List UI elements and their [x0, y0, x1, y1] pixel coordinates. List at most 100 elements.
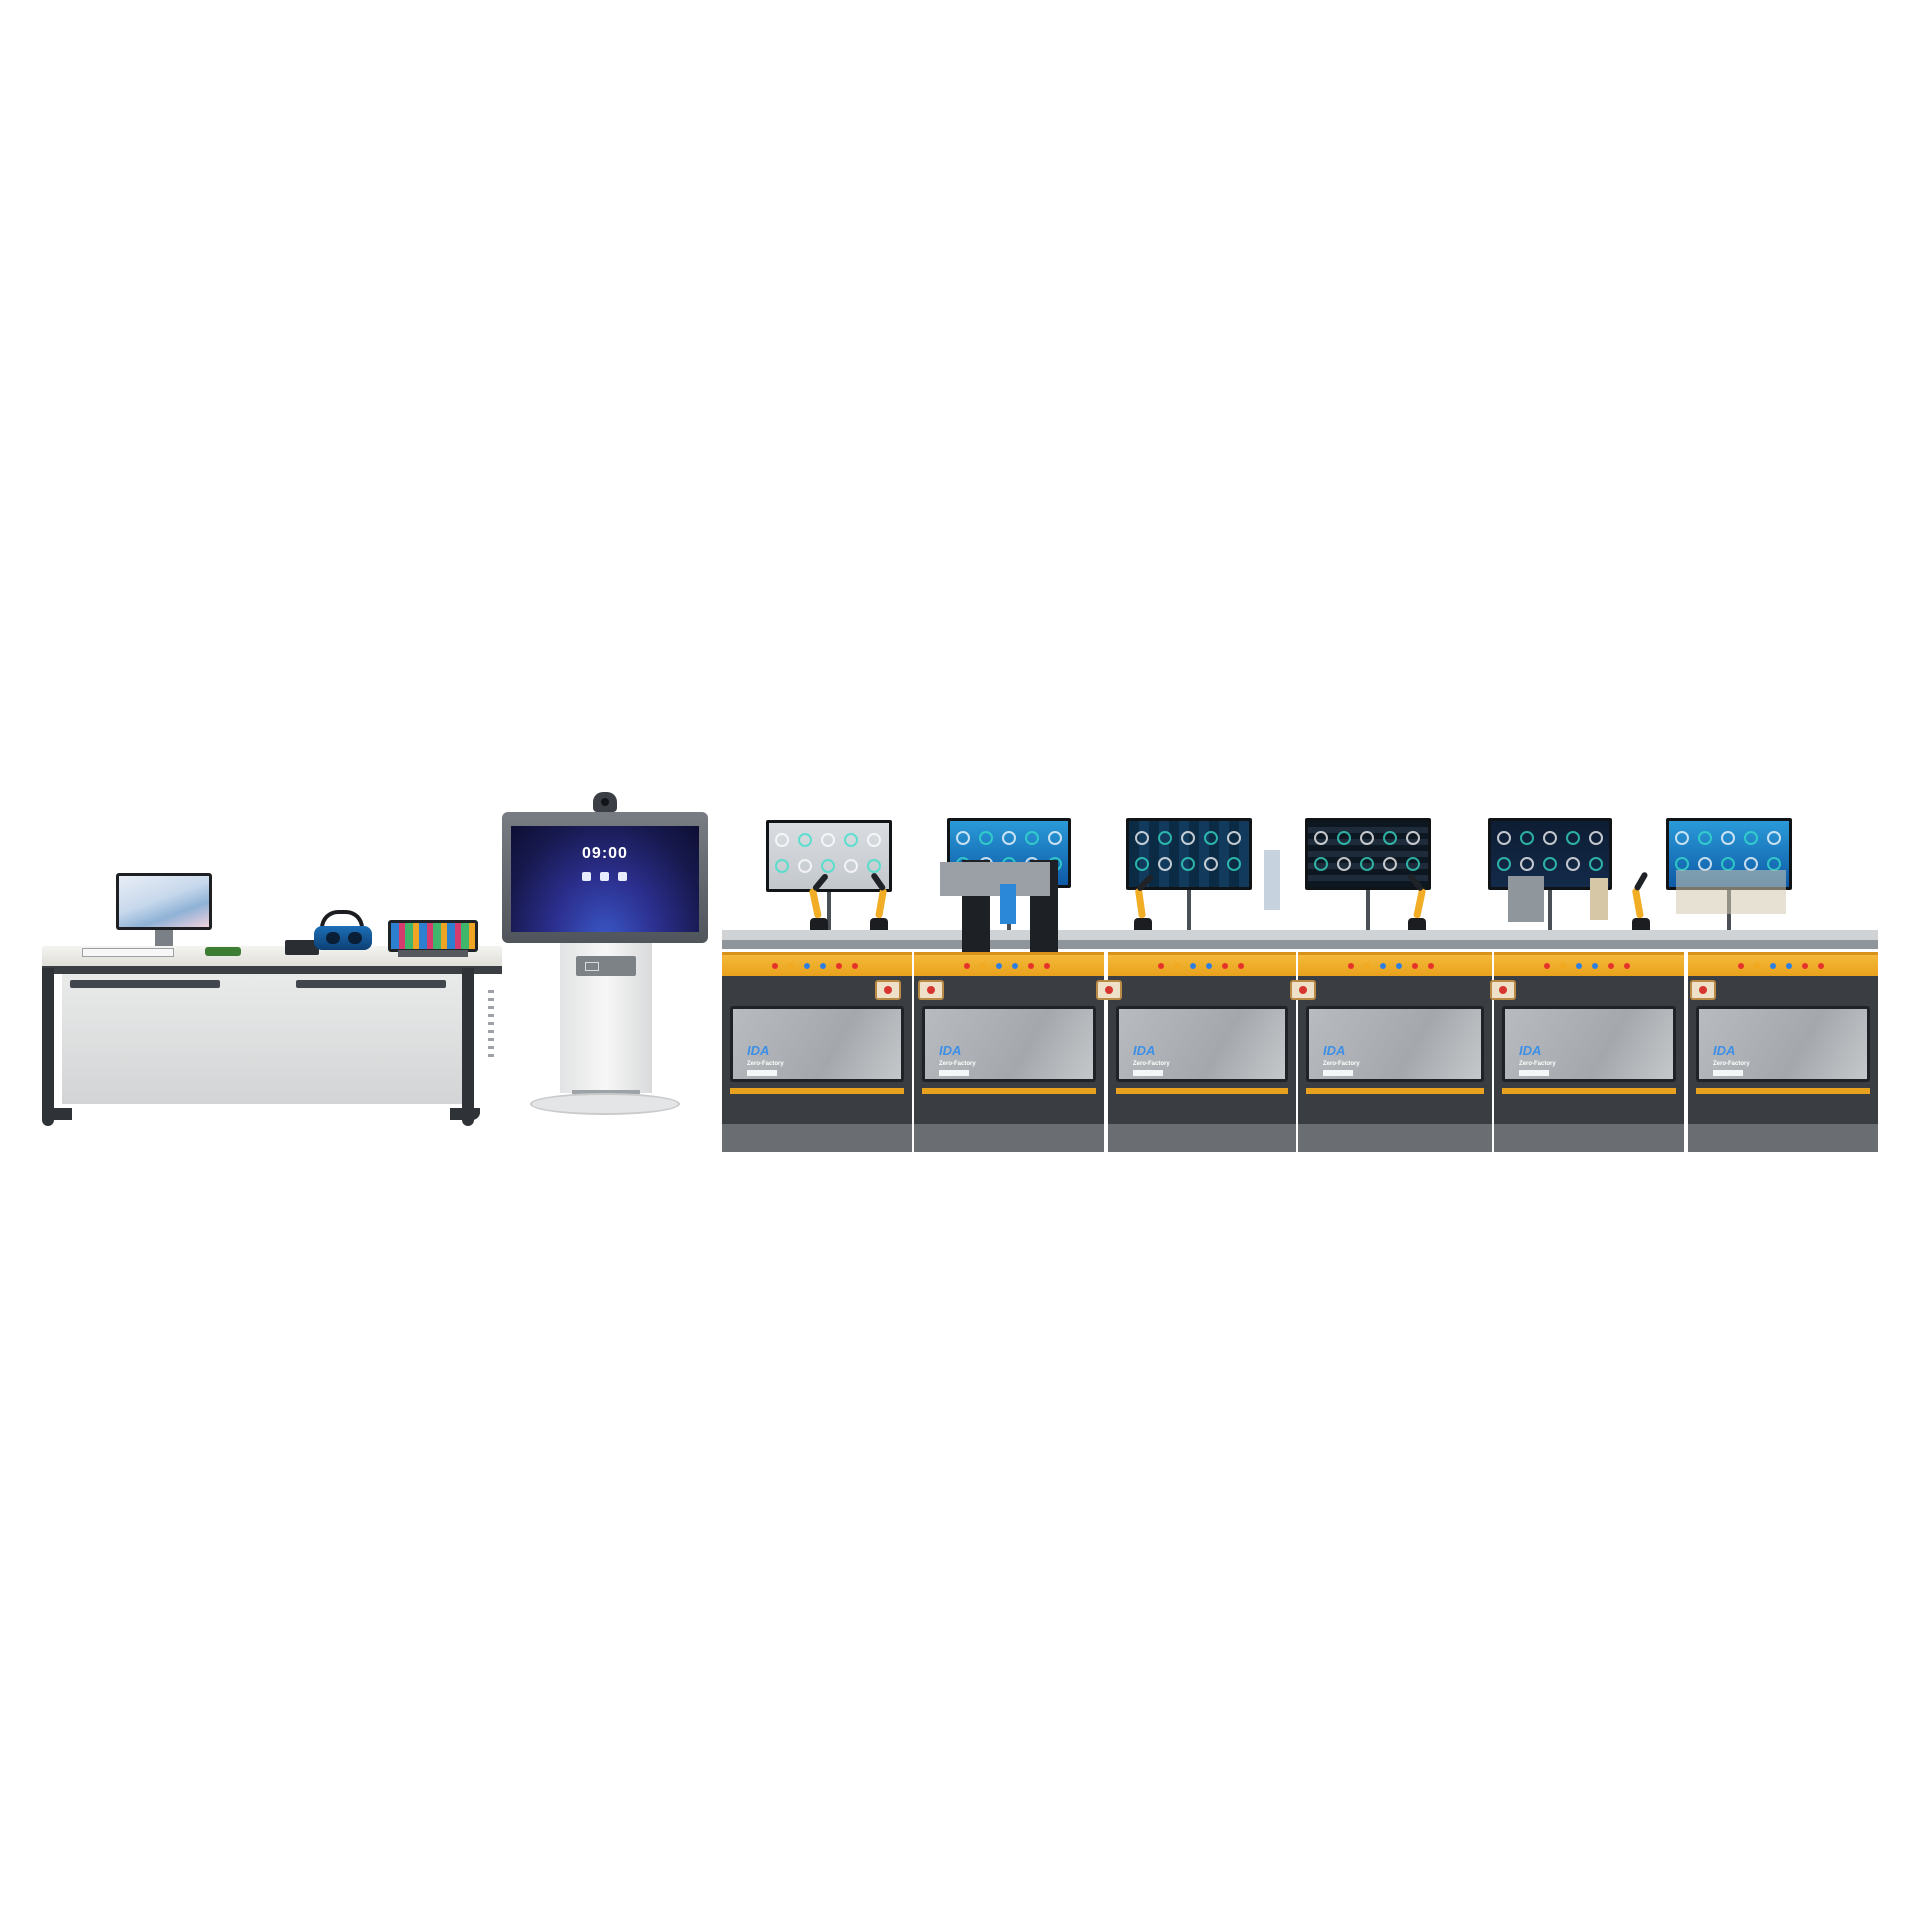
dashboard-gauge-icon [1360, 857, 1374, 871]
station-glass-door[interactable]: IDA Zero-Factory [1306, 1006, 1484, 1082]
emergency-stop-icon[interactable] [1690, 980, 1716, 1000]
dashboard-gauge-icon [1566, 857, 1580, 871]
status-led-row [1544, 963, 1630, 969]
status-led-row [772, 963, 858, 969]
station-label-plate [1323, 1070, 1353, 1076]
dashboard-gauge-icon [1721, 831, 1735, 845]
dashboard-gauge-icon [1543, 857, 1557, 871]
status-led-icon [1044, 963, 1050, 969]
desk-leg-left [42, 968, 54, 1126]
dashboard-gauge-icon [1675, 831, 1689, 845]
status-led-icon [1770, 963, 1776, 969]
robot-arm-base [1408, 918, 1426, 930]
machine-fixture [1676, 870, 1786, 914]
dashboard-gauge-icon [956, 831, 970, 845]
kiosk-clock: 09:00 [582, 845, 628, 862]
station-subtitle: Zero-Factory [1323, 1061, 1360, 1067]
status-led-icon [1592, 963, 1598, 969]
status-led-row [964, 963, 1050, 969]
station-label-plate [1713, 1070, 1743, 1076]
emergency-stop-icon[interactable] [875, 980, 901, 1000]
dashboard-gauge-icon [1406, 857, 1420, 871]
dashboard-gauge-icon [1767, 831, 1781, 845]
dashboard-gauge-icon [1002, 831, 1016, 845]
desk-edge [42, 966, 502, 974]
station-body: IDA Zero-Factory [1108, 976, 1296, 1152]
dashboard-gauge-icon [821, 859, 835, 873]
status-led-icon [1786, 963, 1792, 969]
station-glass-door[interactable]: IDA Zero-Factory [730, 1006, 904, 1082]
dashboard-gauge-icon [1135, 857, 1149, 871]
dashboard-gauge-icon [844, 833, 858, 847]
desk-foot-left [42, 1108, 72, 1120]
station-logo: IDA [747, 1043, 770, 1058]
tablet[interactable] [285, 940, 319, 955]
station-subtitle: Zero-Factory [1519, 1061, 1556, 1067]
dashboard-gauge-icon [1227, 831, 1241, 845]
keyboard[interactable] [82, 948, 174, 957]
dashboard-gauge-icon [1698, 831, 1712, 845]
station-plinth [914, 1124, 1104, 1152]
dashboard-gauge-icon [798, 859, 812, 873]
station-accent-stripe [1696, 1088, 1870, 1094]
kiosk-vent [572, 1090, 640, 1094]
dashboard-gauge-icon [1383, 857, 1397, 871]
robot-arm[interactable] [1631, 887, 1644, 919]
panel-pc[interactable] [388, 920, 478, 952]
vr-headset[interactable] [314, 926, 372, 950]
emergency-stop-icon[interactable] [1096, 980, 1122, 1000]
robot-arm[interactable] [875, 887, 888, 919]
station-logo: IDA [1323, 1043, 1346, 1058]
station-plinth [1494, 1124, 1684, 1152]
emergency-stop-icon[interactable] [918, 980, 944, 1000]
card-reader-icon[interactable] [576, 956, 636, 976]
station-subtitle: Zero-Factory [747, 1061, 784, 1067]
robot-arm[interactable] [1134, 887, 1146, 919]
desk-drawer-left[interactable] [70, 980, 220, 988]
emergency-stop-icon[interactable] [1290, 980, 1316, 1000]
station-accent-stripe [1502, 1088, 1676, 1094]
station-label-plate [1133, 1070, 1163, 1076]
monitor-screen [119, 876, 209, 927]
status-led-icon [1364, 963, 1370, 969]
station-label-plate [939, 1070, 969, 1076]
status-led-row [1348, 963, 1434, 969]
status-led-icon [1012, 963, 1018, 969]
station-top-rail [1494, 952, 1684, 976]
status-led-icon [1544, 963, 1550, 969]
kiosk-app-icon-1[interactable] [582, 872, 591, 881]
dashboard-gauge-icon [979, 831, 993, 845]
station-accent-stripe [922, 1088, 1096, 1094]
dashboard-gauge-icon [1589, 831, 1603, 845]
status-led-icon [1738, 963, 1744, 969]
station-body: IDA Zero-Factory [1494, 976, 1684, 1152]
robot-arm-base [1632, 918, 1650, 930]
machine-fixture [1264, 850, 1280, 910]
desk-drawer-right[interactable] [296, 980, 446, 988]
vr-lens-left [326, 932, 340, 944]
vr-headset-strap [320, 910, 364, 928]
emergency-stop-icon[interactable] [1490, 980, 1516, 1000]
monitor-stand [155, 930, 173, 946]
dashboard-screen [1308, 821, 1428, 887]
station-glass-door[interactable]: IDA Zero-Factory [922, 1006, 1096, 1082]
dashboard-gauge-icon [1497, 857, 1511, 871]
station-accent-stripe [1116, 1088, 1288, 1094]
kiosk-app-icon-3[interactable] [618, 872, 627, 881]
robot-arm[interactable] [1413, 887, 1427, 919]
station-monitor-1[interactable] [766, 820, 892, 892]
station-glass-door[interactable]: IDA Zero-Factory [1116, 1006, 1288, 1082]
status-led-icon [1238, 963, 1244, 969]
station-accent-stripe [1306, 1088, 1484, 1094]
station-glass-door[interactable]: IDA Zero-Factory [1502, 1006, 1676, 1082]
station-glass-door[interactable]: IDA Zero-Factory [1696, 1006, 1870, 1082]
robot-arm[interactable] [808, 887, 822, 919]
dashboard-gauge-icon [775, 833, 789, 847]
dashboard-gauge-icon [1744, 857, 1758, 871]
desktop-monitor[interactable] [116, 873, 212, 930]
status-led-row [1158, 963, 1244, 969]
status-led-icon [1158, 963, 1164, 969]
kiosk-app-icon-2[interactable] [600, 872, 609, 881]
status-led-icon [996, 963, 1002, 969]
robot-arm-base [1134, 918, 1152, 930]
